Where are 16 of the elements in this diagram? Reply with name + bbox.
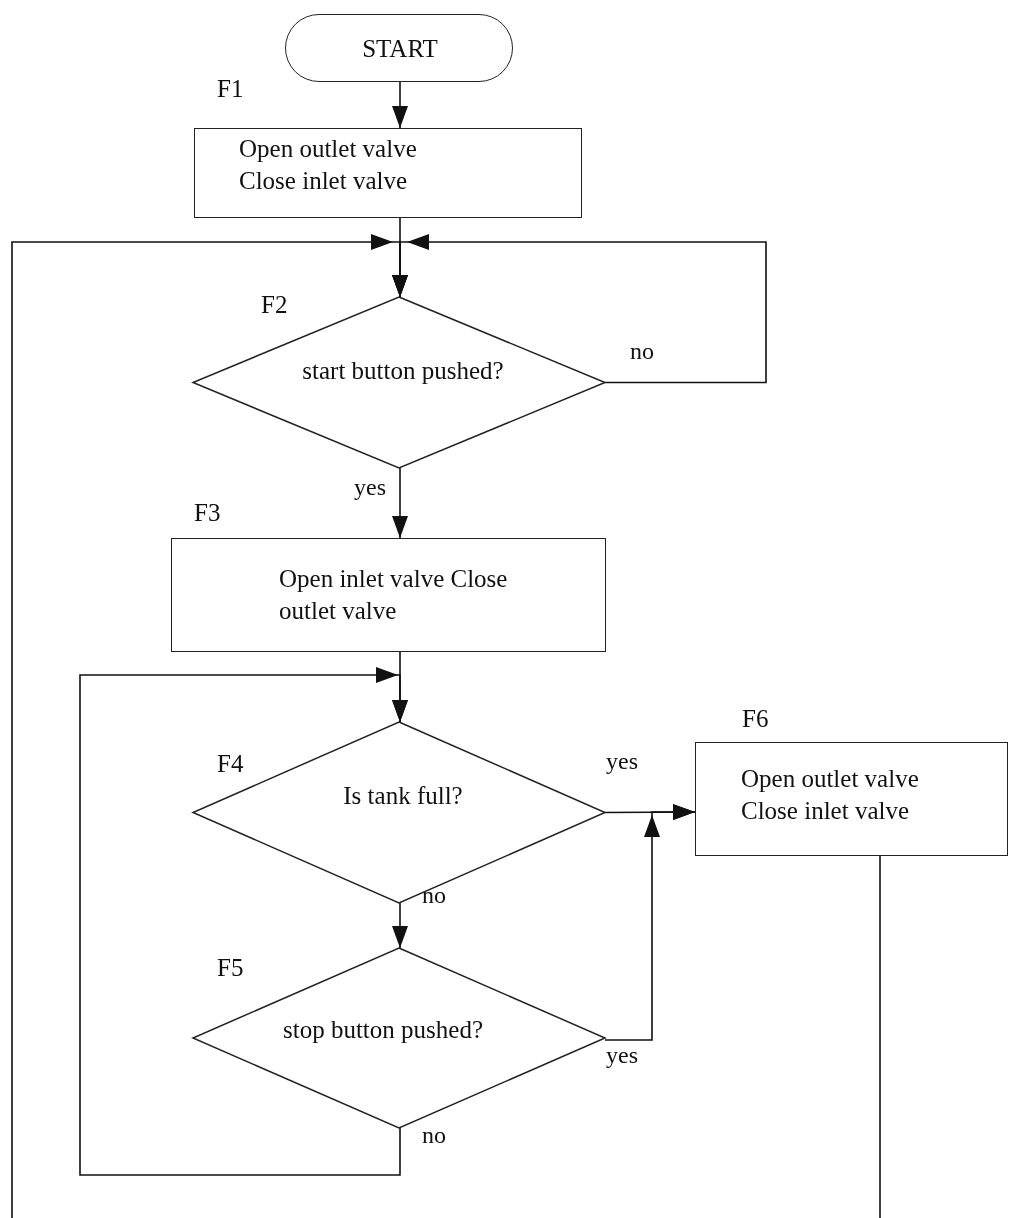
step-label: F2 xyxy=(261,291,288,319)
step-text: Open outlet valve Close inlet valve xyxy=(741,764,920,826)
step-text: START xyxy=(361,34,439,64)
step-text: stop button pushed? xyxy=(282,1015,484,1045)
step-text: Open outlet valve Close inlet valve xyxy=(239,134,418,196)
step-label: F4 xyxy=(217,750,244,778)
decision-diamond xyxy=(193,297,605,468)
step-label: F6 xyxy=(742,705,769,733)
step-text: start button pushed? xyxy=(301,356,505,386)
decision-diamond xyxy=(193,948,605,1128)
step-text: Is tank full? xyxy=(342,781,464,811)
decision-diamond xyxy=(193,722,605,903)
step-label: F5 xyxy=(217,954,244,982)
step-label: F3 xyxy=(194,499,221,527)
step-label: F1 xyxy=(217,75,244,103)
step-text: Open inlet valve Close outlet valve xyxy=(279,564,509,626)
